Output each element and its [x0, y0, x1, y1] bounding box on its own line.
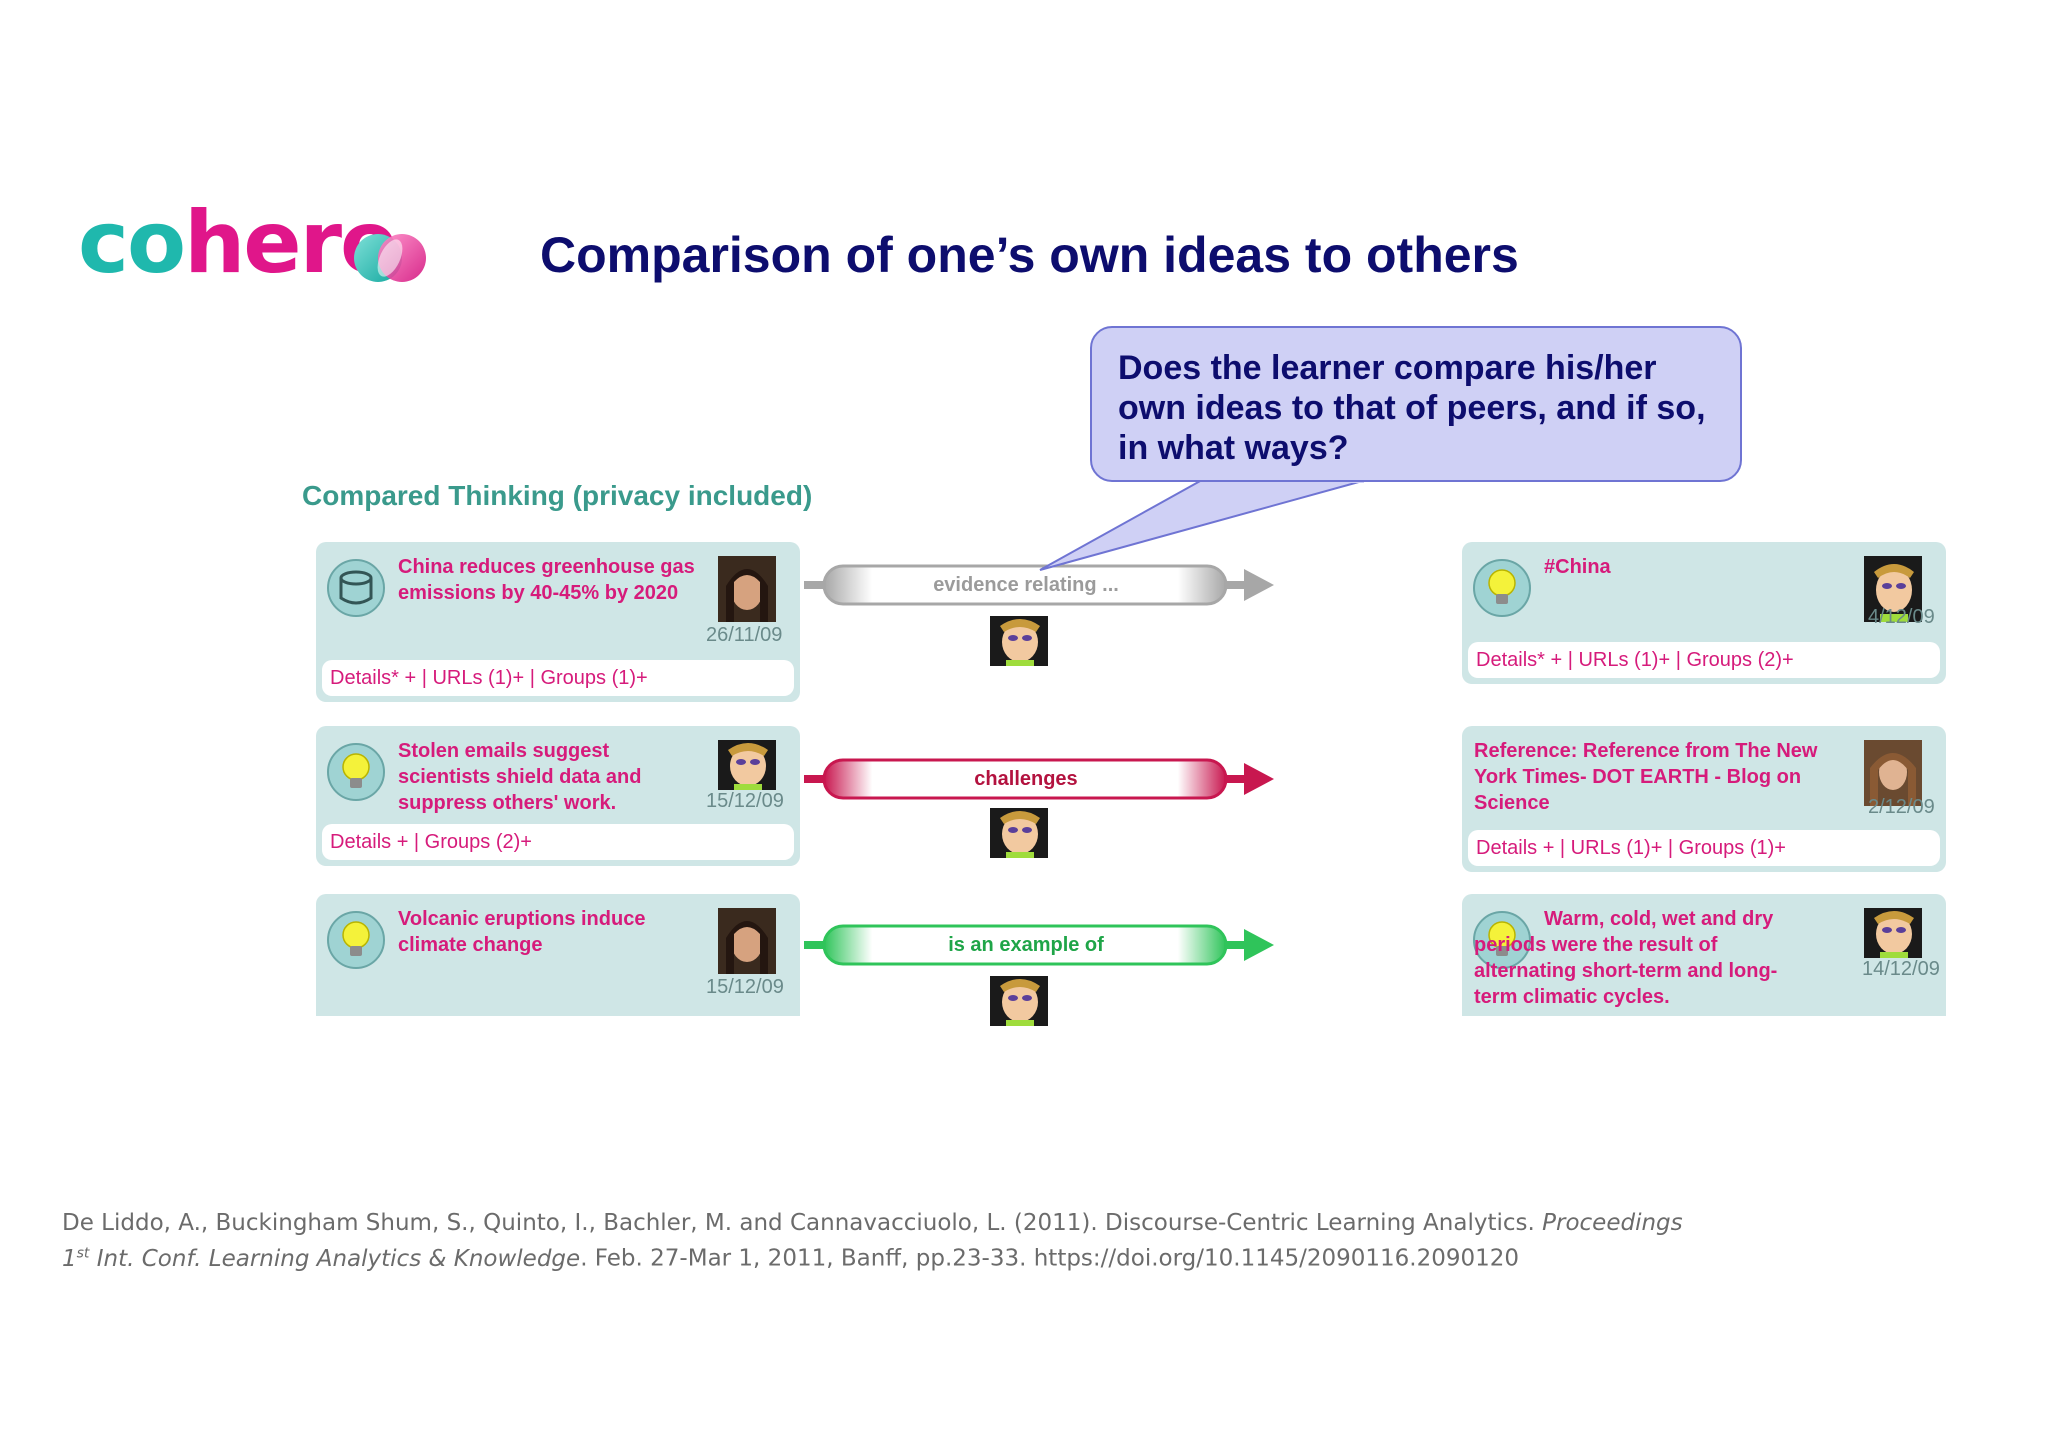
node-date: 14/12/09	[1862, 958, 1940, 980]
node-date: 4/12/09	[1868, 606, 1935, 628]
user-avatar[interactable]	[718, 556, 776, 622]
node-date: 2/12/09	[1868, 796, 1935, 818]
node-title: China reduces greenhouse gas emissions b…	[398, 556, 695, 604]
data-icon	[327, 559, 385, 617]
citation-line-1: De Liddo, A., Buckingham Shum, S., Quint…	[62, 1210, 1683, 1236]
connector-label: is an example of	[948, 934, 1104, 956]
node-title: Reference: Reference from The New York T…	[1474, 740, 1818, 814]
connector-arrow[interactable]	[804, 754, 1500, 804]
user-avatar[interactable]	[1864, 740, 1922, 806]
connector-arrow[interactable]	[804, 920, 1500, 970]
node-footer-links[interactable]: Details + | URLs (1)+ | Groups (1)+	[1468, 830, 1940, 866]
cohere-logo-mark-icon	[354, 234, 426, 282]
user-avatar[interactable]	[718, 740, 776, 790]
lightbulb-icon	[1473, 911, 1531, 969]
user-avatar[interactable]	[718, 908, 776, 974]
node-date: 26/11/09	[706, 624, 783, 646]
node-left-1[interactable]: China reduces greenhouse gas emissions b…	[316, 542, 800, 702]
node-footer-links[interactable]: Details + | Groups (2)+	[322, 824, 794, 860]
node-left-2[interactable]: Stolen emails suggest scientists shield …	[316, 726, 800, 866]
lightbulb-icon	[327, 911, 385, 969]
lightbulb-icon	[1473, 559, 1531, 617]
connector-label: evidence relating ...	[933, 574, 1119, 596]
lightbulb-icon	[327, 743, 385, 801]
node-left-3[interactable]: Volcanic eruptions induce climate change…	[316, 894, 800, 1016]
slide-title: Comparison of one’s own ideas to others	[540, 227, 1519, 283]
citation-line-2: 1st Int. Conf. Learning Analytics & Know…	[62, 1245, 1520, 1272]
user-avatar[interactable]	[990, 808, 1048, 858]
user-avatar[interactable]	[990, 616, 1048, 666]
section-title: Compared Thinking (privacy included)	[302, 480, 813, 511]
question-callout: Does the learner compare his/her own ide…	[1090, 326, 1742, 482]
connector-arrow[interactable]	[804, 560, 1500, 610]
node-title: Warm, cold, wet and dry periods were the…	[1474, 908, 1778, 1008]
node-date: 15/12/09	[706, 976, 784, 998]
node-right-2[interactable]: Reference: Reference from The New York T…	[1462, 726, 1946, 872]
node-footer-links[interactable]: Details* + | URLs (1)+ | Groups (2)+	[1468, 642, 1940, 678]
user-avatar[interactable]	[1864, 908, 1922, 958]
node-title: Volcanic eruptions induce climate change	[398, 908, 646, 956]
cohere-logo: cohere	[78, 200, 398, 286]
connector-label: challenges	[974, 768, 1078, 790]
logo-text-co: co	[78, 193, 186, 293]
node-title: #China	[1544, 556, 1611, 578]
user-avatar[interactable]	[1864, 556, 1922, 622]
node-right-1[interactable]: #China 4/12/09 Details* + | URLs (1)+ | …	[1462, 542, 1946, 684]
user-avatar[interactable]	[990, 976, 1048, 1026]
node-date: 15/12/09	[706, 790, 784, 812]
node-title: Stolen emails suggest scientists shield …	[398, 740, 642, 814]
node-right-3[interactable]: Warm, cold, wet and dry periods were the…	[1462, 894, 1946, 1016]
node-footer-links[interactable]: Details* + | URLs (1)+ | Groups (1)+	[322, 660, 794, 696]
citation: De Liddo, A., Buckingham Shum, S., Quint…	[62, 1208, 1683, 1274]
